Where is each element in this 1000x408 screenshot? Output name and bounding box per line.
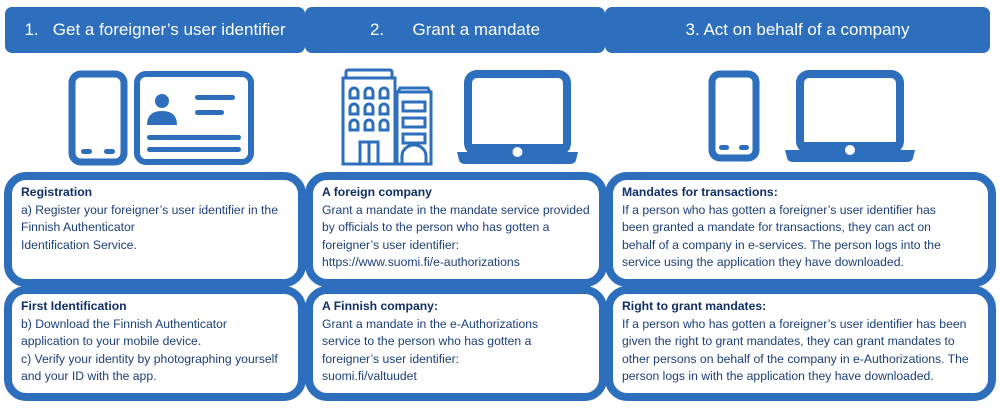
card-text-line: If a person who has gotten a foreigner’s… <box>622 202 936 217</box>
card-text-line: Grant a mandate in the e-Authorizations <box>322 316 539 331</box>
card-title: A Finnish company: <box>322 299 439 313</box>
card-text-line: foreigner’s user identifier: <box>322 237 460 252</box>
card-text-line: by officials to the person who has gotte… <box>322 220 550 234</box>
step-1-header: 1. Get a foreigner’s user identifier <box>5 7 305 53</box>
mandates-for-transactions-card: Mandates for transactions: If a person w… <box>605 172 996 287</box>
card-text-line: foreigner’s user identifier: <box>322 351 460 366</box>
card-text-line: a) Register your foreigner’s user identi… <box>21 202 278 217</box>
card-text-line: been granted a mandate for transactions,… <box>622 220 931 234</box>
step-3-header-label: 3. Act on behalf of a company <box>685 20 910 39</box>
card-text-line: given the right to grant mandates, they … <box>622 334 955 348</box>
card-text-line: Grant a mandate in the mandate service p… <box>322 202 590 217</box>
office-buildings-icon <box>341 68 433 166</box>
card-title: Registration <box>21 185 93 199</box>
mobile-phone-icon <box>68 70 128 166</box>
card-text-line: other persons on behalf of the company i… <box>622 351 969 366</box>
card-text-line: service using the application they have … <box>622 255 904 269</box>
step-2-header: 2. Grant a mandate <box>305 7 605 53</box>
card-text-line: b) Download the Finnish Authenticator <box>21 316 227 331</box>
card-title: Right to grant mandates: <box>622 299 767 313</box>
card-text-line: Finnish Authenticator <box>21 220 135 234</box>
card-title: A foreign company <box>322 185 432 199</box>
step-2-header-label: 2. Grant a mandate <box>369 20 541 39</box>
id-card-icon <box>134 71 254 165</box>
card-title: Mandates for transactions: <box>622 185 778 199</box>
card-text-line: c) Verify your identity by photographing… <box>21 351 278 366</box>
foreign-company-card: A foreign company Grant a mandate in the… <box>305 172 607 287</box>
card-text-line: behalf of a company in e-services. The p… <box>622 237 941 252</box>
e-authorizations-url[interactable]: https://www.suomi.fi/e-authorizations <box>322 255 520 269</box>
card-text-line: and your ID with the app. <box>21 369 157 383</box>
step-3-header: 3. Act on behalf of a company <box>605 7 990 53</box>
finnish-company-card: A Finnish company: Grant a mandate in th… <box>305 286 607 401</box>
laptop-icon <box>785 70 915 162</box>
card-text-line: person logs in with the application they… <box>622 369 934 383</box>
first-identification-card: First Identification b) Download the Fin… <box>4 286 306 401</box>
mobile-phone-icon <box>708 70 760 162</box>
card-title: First Identification <box>21 299 127 313</box>
right-to-grant-mandates-card: Right to grant mandates: If a person who… <box>605 286 996 401</box>
step-1-header-label: 1. Get a foreigner’s user identifier <box>24 20 286 39</box>
card-text-line: Identification Service. <box>21 237 137 252</box>
card-text-line: service to the person who has gotten a <box>322 334 532 348</box>
registration-card: Registration a) Register your foreigner’… <box>4 172 306 287</box>
valtuudet-url[interactable]: suomi.fi/valtuudet <box>322 369 417 383</box>
card-text-line: application to your mobile device. <box>21 334 202 348</box>
laptop-icon <box>457 70 578 164</box>
card-text-line: If a person who has gotten a foreigner’s… <box>622 316 967 331</box>
